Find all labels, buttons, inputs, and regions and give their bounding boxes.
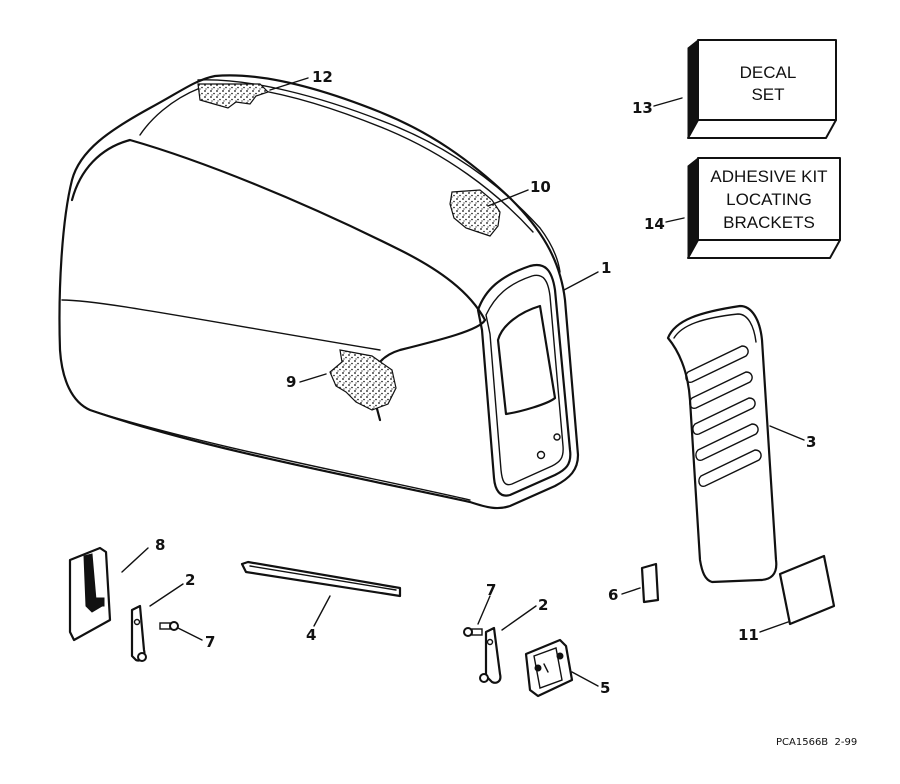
callout-11: 11 (738, 626, 759, 644)
decal-set-line-2: SET (751, 85, 784, 104)
seal-strip-part-4 (240, 560, 402, 598)
louver-slots (685, 345, 762, 488)
callout-9: 9 (286, 373, 296, 391)
callout-12: 12 (312, 68, 333, 86)
decal-part-6 (640, 562, 660, 604)
plate-part-5 (524, 638, 574, 698)
louver-grille (666, 304, 778, 584)
adhesive-kit-line-3: BRACKETS (723, 213, 815, 232)
figure-code: PCA1566B 2-99 (776, 737, 857, 748)
link-part-2-right (479, 626, 502, 684)
decal-patch-10 (449, 189, 501, 237)
decal-set-line-1: DECAL (740, 63, 797, 82)
adhesive-kit-box: ADHESIVE KIT LOCATING BRACKETS (687, 156, 841, 259)
callout-7-left: 7 (205, 633, 215, 651)
callout-1: 1 (601, 259, 611, 277)
decal-set-box: DECAL SET (687, 38, 837, 139)
decal-part-11 (778, 554, 836, 626)
decal-patch-9 (329, 349, 397, 411)
decal-patch-12 (197, 83, 270, 109)
callout-3: 3 (806, 433, 816, 451)
callout-7-right: 7 (486, 581, 496, 599)
adhesive-kit-line-2: LOCATING (726, 190, 812, 209)
callout-14: 14 (644, 215, 665, 233)
engine-cover (58, 74, 580, 510)
callout-6: 6 (608, 586, 618, 604)
adhesive-kit-line-1: ADHESIVE KIT (710, 167, 827, 186)
callout-13: 13 (632, 99, 653, 117)
leader-lines (121, 77, 805, 687)
callout-5: 5 (600, 679, 610, 697)
callout-2-right: 2 (538, 596, 548, 614)
screw-part-7-left (159, 621, 179, 631)
callout-numbers: 1 12 10 9 13 14 3 8 2 7 4 7 2 5 6 11 (155, 68, 816, 697)
callout-10: 10 (530, 178, 551, 196)
link-part-2-left (130, 604, 147, 662)
callout-2-left: 2 (185, 571, 195, 589)
callout-4: 4 (306, 626, 316, 644)
screw-part-7-right (463, 627, 483, 637)
bracket-part-8 (68, 546, 112, 642)
callout-8: 8 (155, 536, 165, 554)
